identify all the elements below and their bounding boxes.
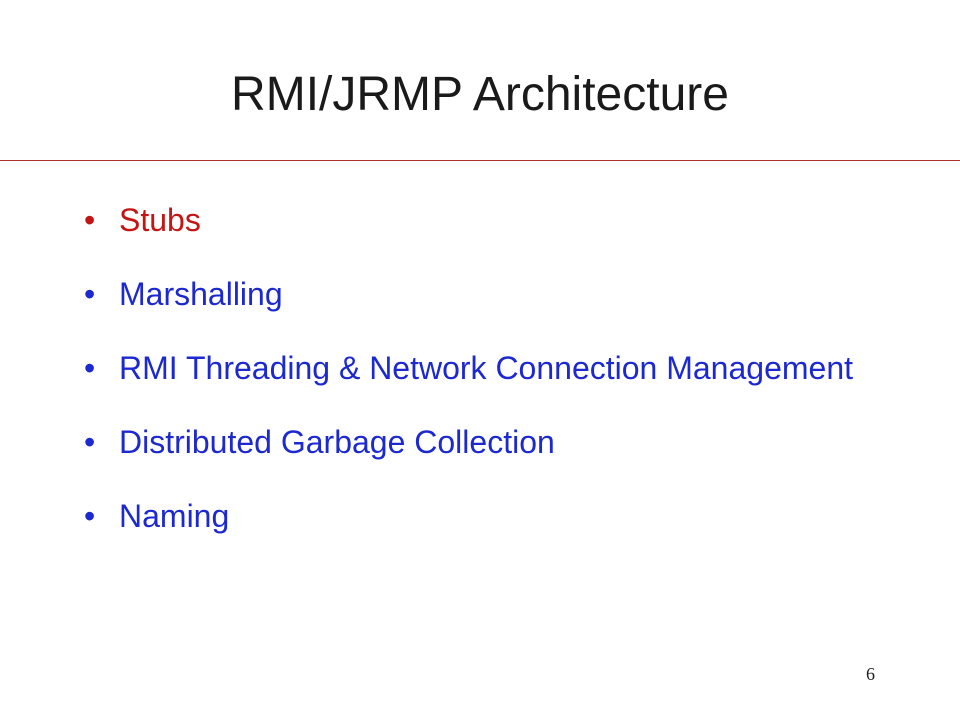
- bullet-label: Marshalling: [119, 276, 283, 312]
- bullet-label: RMI Threading & Network Connection Manag…: [119, 350, 853, 386]
- bullet-dot-icon: •: [84, 276, 96, 312]
- page-number: 6: [866, 664, 875, 684]
- slide-title: RMI/JRMP Architecture: [231, 68, 729, 121]
- bullet-item-stubs: • Stubs: [84, 196, 904, 244]
- bullet-label: Naming: [119, 498, 230, 534]
- bullet-list: • Stubs • Marshalling • RMI Threading & …: [84, 196, 904, 566]
- bullet-dot-icon: •: [84, 498, 96, 534]
- bullet-dot-icon: •: [84, 202, 96, 238]
- bullet-item-rmi-threading: • RMI Threading & Network Connection Man…: [84, 344, 904, 392]
- bullet-item-marshalling: • Marshalling: [84, 270, 904, 318]
- bullet-item-naming: • Naming: [84, 492, 904, 540]
- bullet-label: Stubs: [119, 202, 201, 238]
- title-divider: [0, 160, 960, 161]
- bullet-item-distributed-gc: • Distributed Garbage Collection: [84, 418, 904, 466]
- bullet-dot-icon: •: [84, 424, 96, 460]
- bullet-dot-icon: •: [84, 350, 96, 386]
- bullet-label: Distributed Garbage Collection: [119, 424, 555, 460]
